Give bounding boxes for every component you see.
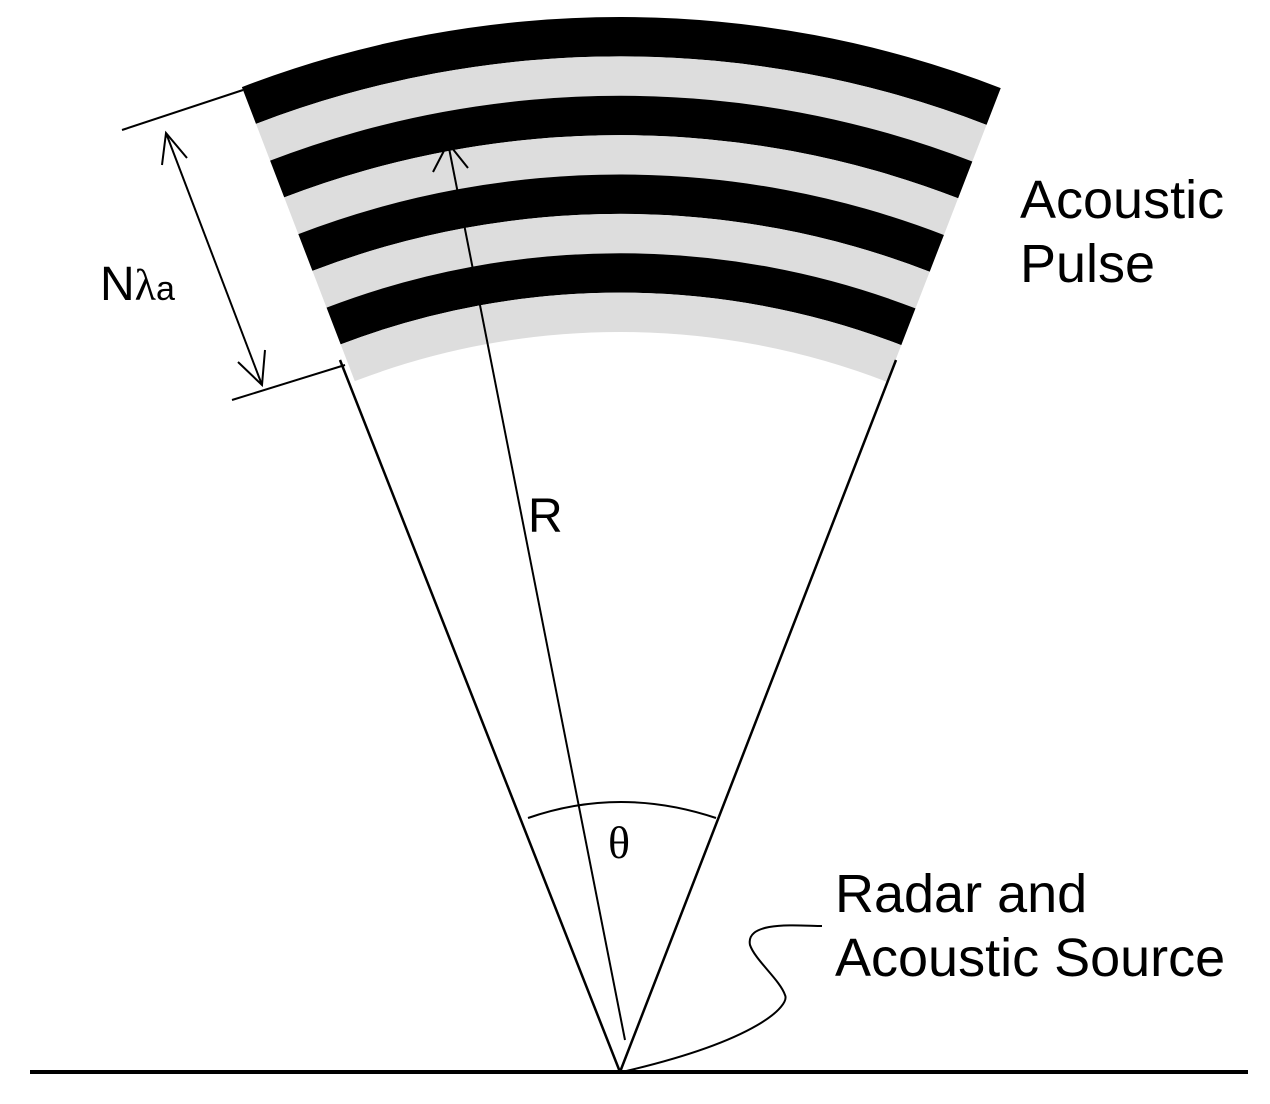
pulse-label-line2: Pulse — [1020, 234, 1155, 294]
length-label-lambda: λ — [135, 261, 157, 310]
pulse-band-light — [284, 135, 959, 235]
pulse-band-light — [255, 56, 987, 162]
length-label: Nλa — [100, 258, 175, 311]
pulse-band-dark — [270, 95, 973, 199]
dimension-arrow-line — [165, 132, 263, 386]
angle-arc — [527, 801, 717, 819]
pulse-band-light — [340, 292, 902, 382]
sector-right-edge — [618, 359, 898, 1073]
length-label-n: N — [100, 258, 135, 311]
dimension-extension-bottom — [231, 364, 346, 401]
range-arrowhead — [432, 141, 469, 173]
dimension-arrowhead-bottom — [237, 349, 266, 388]
range-label: R — [528, 490, 563, 543]
sector-left-edge — [338, 359, 622, 1073]
source-label-line1: Radar and — [835, 864, 1087, 924]
source-leader-line — [621, 924, 823, 1073]
angle-label: θ — [608, 817, 630, 868]
acoustic-pulse-bands — [241, 17, 1001, 382]
source-label-line2: Acoustic Source — [835, 928, 1225, 988]
dimension-arrowhead-top — [161, 130, 188, 166]
dimension-extension-top — [121, 89, 244, 131]
pulse-band-dark — [241, 17, 1001, 125]
range-line — [447, 142, 626, 1041]
length-label-subscript: a — [156, 270, 175, 308]
pulse-label-line1: Acoustic — [1020, 170, 1224, 230]
